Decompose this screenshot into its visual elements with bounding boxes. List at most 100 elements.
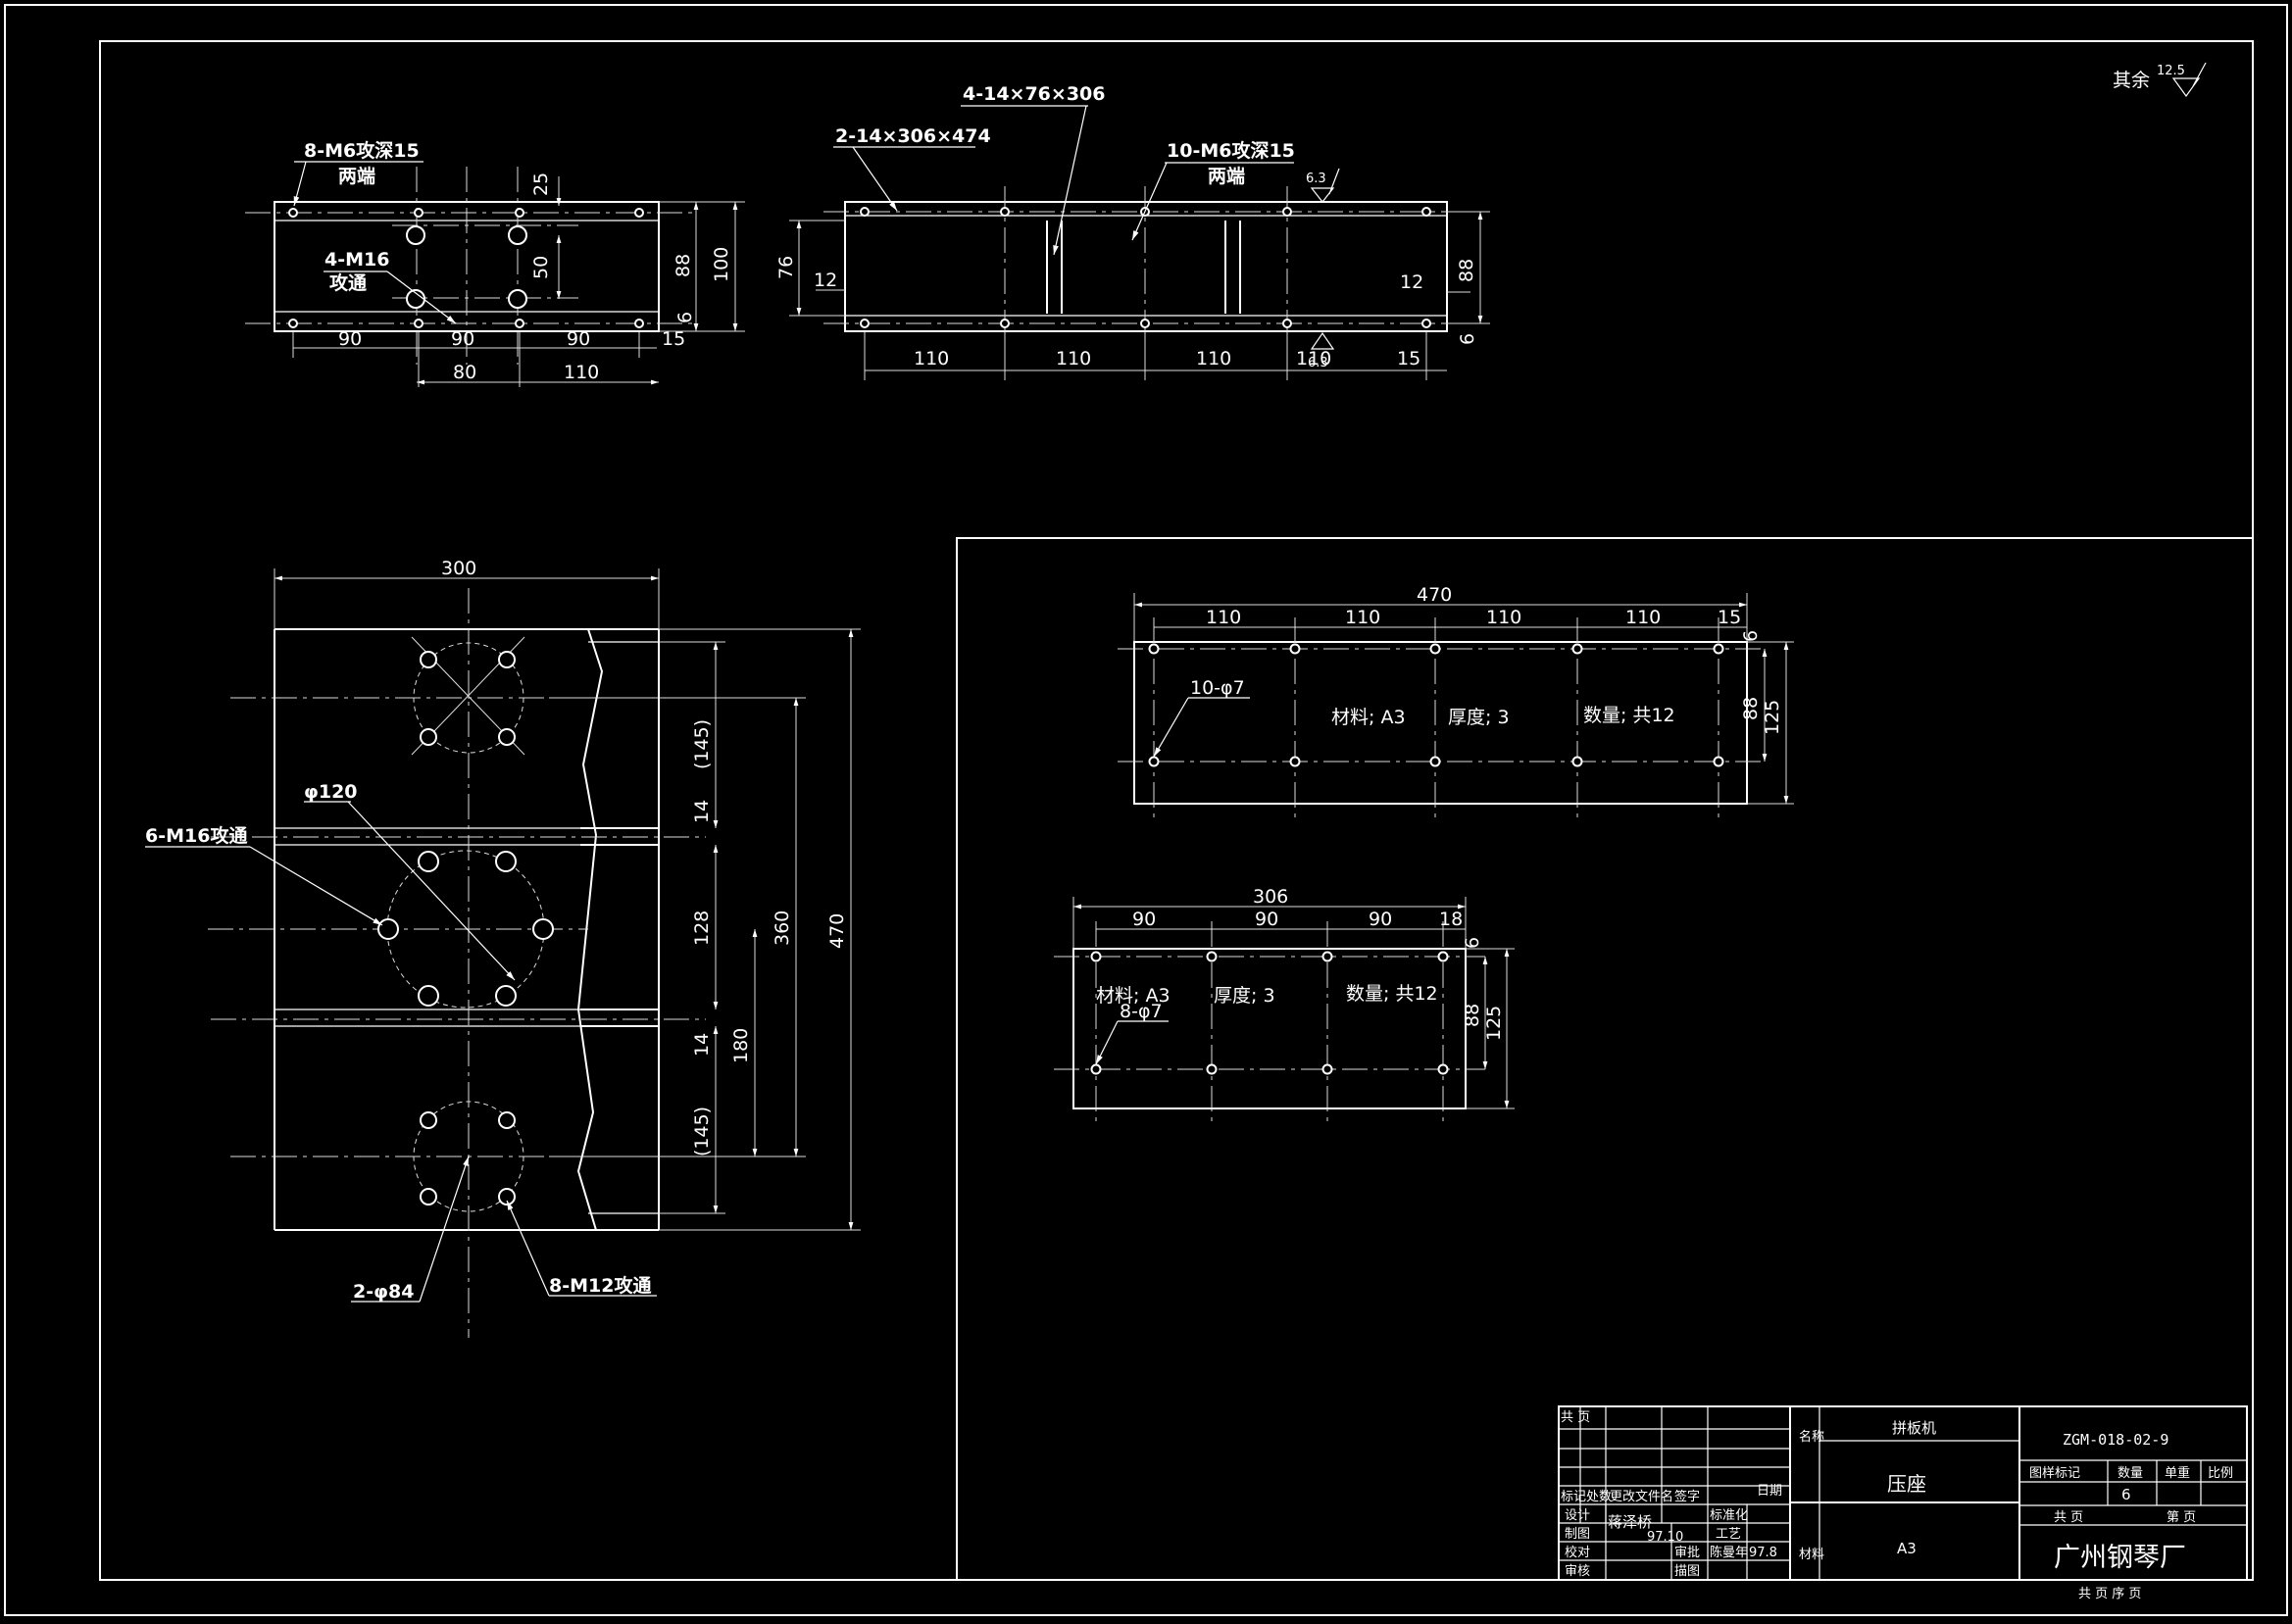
top-right-outline [844, 201, 1448, 332]
roughness-general: 其余 12.5 [2113, 62, 2207, 98]
dim-110c: 110 [1196, 348, 1231, 369]
plate306-thickness: 厚度; 3 [1214, 985, 1275, 1007]
dim-180: 180 [730, 1028, 752, 1063]
plate470-seg-4: 110 [1625, 607, 1661, 628]
tb-col-marking: 图样标记 [2029, 1466, 2080, 1481]
tb-material: A3 [1897, 1540, 1917, 1557]
revision-grid [1559, 1406, 1790, 1580]
tb-approve-label: 审批 [1674, 1546, 1700, 1560]
tb-design-date: 97.10 [1647, 1530, 1683, 1545]
dim-90b: 90 [451, 328, 474, 350]
dim-14b: 14 [691, 1033, 713, 1057]
roughness-top-mark [1310, 168, 1340, 203]
note-2-phi84: 2-φ84 [353, 1281, 414, 1303]
tb-page-mark: 共 页 [1561, 1410, 1590, 1425]
tb-check-label: 校对 [1565, 1545, 1590, 1560]
drawing-frame [99, 40, 2254, 1581]
plate306-overall: 306 [1253, 886, 1288, 908]
tb-draw-label: 制图 [1565, 1527, 1590, 1542]
dim-76: 76 [775, 256, 797, 279]
plate306-d6: 6 [1462, 937, 1483, 949]
plate470-d88: 88 [1740, 697, 1762, 720]
tb-col-qty: 数量 [2118, 1466, 2143, 1481]
dim-50: 50 [530, 256, 552, 279]
note-4-m16-sub: 攻通 [329, 271, 368, 294]
part-plate-306: 306 90 90 90 18 6 88 125 8-φ7 材料; A3 厚度;… [1054, 886, 1515, 1127]
roughness-bottom-mark [1310, 331, 1335, 350]
tb-rev-h2: 处数 [1586, 1490, 1612, 1504]
plate306-note-holes: 8-φ7 [1120, 1001, 1163, 1022]
dim-15-r: 15 [1397, 348, 1420, 369]
roughness-top: 6.3 [1306, 172, 1326, 186]
dim-360: 360 [772, 910, 793, 946]
plate470-d6: 6 [1740, 630, 1762, 642]
plate306-quantity: 数量; 共12 [1346, 983, 1438, 1005]
tb-rev-h3: 更改文件名 [1610, 1489, 1673, 1504]
title-block: 共 页 标记 处数 更改文件名 签字 日期 设计 蒋泽桥 97.10 标准化 制… [1558, 1405, 2248, 1601]
dim-6-r: 6 [1457, 333, 1478, 345]
tb-machine: 拼板机 [1892, 1419, 1936, 1437]
dim-88: 88 [673, 254, 694, 277]
plate306-d125: 125 [1483, 1006, 1505, 1041]
tb-rev-h4: 签字 [1674, 1489, 1700, 1504]
tb-quantity: 6 [2121, 1486, 2131, 1503]
plate470-quantity: 数量; 共12 [1583, 705, 1675, 726]
plate470-seg-5: 15 [1718, 607, 1741, 628]
plate-306-outline [1072, 948, 1467, 1109]
tb-desc-label: 描图 [1674, 1564, 1700, 1579]
view-top-left: 8-M6攻深15 两端 4-M16 攻通 25 50 88 100 6 90 9… [245, 139, 745, 387]
plate306-d88: 88 [1462, 1004, 1483, 1027]
note-plate-b: 4-14×76×306 [963, 83, 1106, 105]
note-8-m6-sub: 两端 [338, 165, 375, 187]
dim-90a: 90 [338, 328, 362, 350]
plate470-overall: 470 [1417, 584, 1452, 606]
roughness-prefix: 其余 [2113, 70, 2150, 91]
tb-col-scale: 比例 [2208, 1466, 2233, 1481]
tb-factory: 广州钢琴厂 [2054, 1543, 2186, 1573]
view-main: 300 φ120 6-M16攻通 2-φ84 8-M12攻通 (145) 14 … [145, 558, 861, 1338]
dim-88-r: 88 [1456, 259, 1477, 282]
tb-rev-h1: 标记 [1561, 1490, 1586, 1504]
dim-80: 80 [453, 362, 476, 383]
dim-300: 300 [441, 558, 476, 579]
plate470-material: 材料; A3 [1331, 707, 1406, 728]
tb-design-label: 设计 [1565, 1508, 1590, 1523]
dim-15: 15 [662, 328, 685, 350]
tb-col-weight: 单重 [2165, 1465, 2190, 1481]
dim-145a: (145) [691, 719, 713, 769]
note-6-m16: 6-M16攻通 [145, 824, 248, 847]
sub-sheet-frame [956, 537, 2253, 1580]
tb-approver: 陈曼年 [1710, 1545, 1748, 1560]
plate-470-outline [1133, 641, 1748, 805]
dim-128: 128 [691, 910, 713, 946]
tb-lbl-material: 材料 [1799, 1548, 1824, 1562]
tb-page: 第 页 [2167, 1510, 2196, 1525]
plate470-seg-1: 110 [1206, 607, 1241, 628]
dim-90c: 90 [567, 328, 590, 350]
note-8-m6: 8-M6攻深15 [304, 139, 420, 162]
tb-footer: 共 页 序 页 [2078, 1587, 2141, 1601]
tb-lbl-name: 名称 [1799, 1429, 1824, 1445]
dim-100: 100 [711, 247, 732, 282]
dim-12b: 12 [1400, 271, 1423, 293]
dim-145b: (145) [691, 1107, 713, 1156]
dim-14a: 14 [691, 800, 713, 823]
roughness-bottom: 6.3 [1308, 356, 1328, 370]
plate470-seg-3: 110 [1486, 607, 1521, 628]
dim-25: 25 [530, 172, 552, 196]
note-4-m16: 4-M16 [324, 249, 389, 271]
tb-drawing-no: ZGM-018-02-9 [2063, 1431, 2168, 1449]
outer-border [4, 4, 2288, 1616]
plate306-seg-3: 90 [1369, 909, 1392, 930]
plate470-thickness: 厚度; 3 [1448, 707, 1510, 728]
roughness-value: 12.5 [2157, 64, 2185, 78]
tb-total-pages: 共 页 [2054, 1510, 2083, 1525]
plate470-note-holes: 10-φ7 [1190, 677, 1245, 699]
plate306-seg-2: 90 [1255, 909, 1278, 930]
dim-110: 110 [564, 362, 599, 383]
view-top-right: 2-14×306×474 4-14×76×306 10-M6攻深15 两端 6.… [775, 83, 1490, 380]
plate306-seg-1: 90 [1132, 909, 1156, 930]
plate470-d125: 125 [1762, 700, 1783, 735]
